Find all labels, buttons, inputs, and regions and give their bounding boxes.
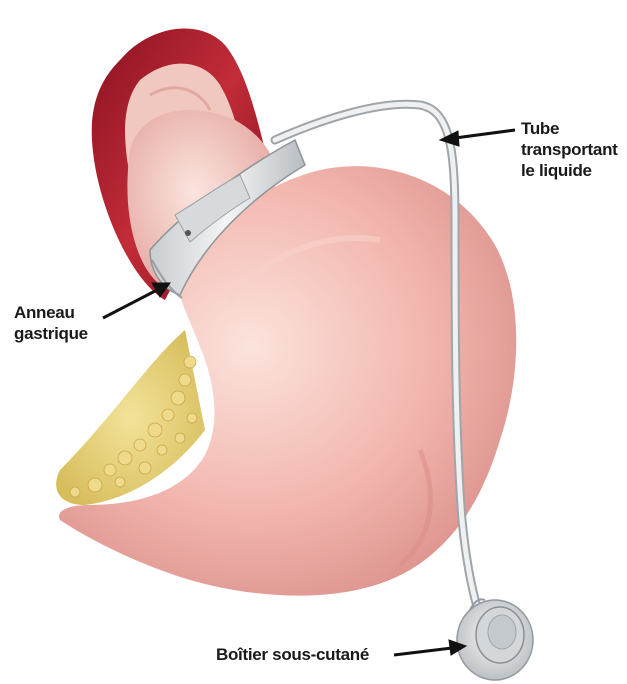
band-label: Anneau gastrique xyxy=(14,302,88,344)
port-label-line-1: Boîtier sous-cutané xyxy=(216,644,369,665)
band-label-line-2: gastrique xyxy=(14,323,88,344)
tube-label-line-3: le liquide xyxy=(521,160,618,181)
port-label: Boîtier sous-cutané xyxy=(216,644,369,665)
tube-label: Tube transportant le liquide xyxy=(521,118,618,181)
tube-label-line-1: Tube xyxy=(521,118,618,139)
tube-label-line-2: transportant xyxy=(521,139,618,160)
subcutaneous-port xyxy=(457,599,533,680)
band-label-line-1: Anneau xyxy=(14,302,88,323)
port-arrow xyxy=(394,640,466,655)
fat-tissue xyxy=(56,330,205,505)
band-arrow xyxy=(103,283,170,318)
